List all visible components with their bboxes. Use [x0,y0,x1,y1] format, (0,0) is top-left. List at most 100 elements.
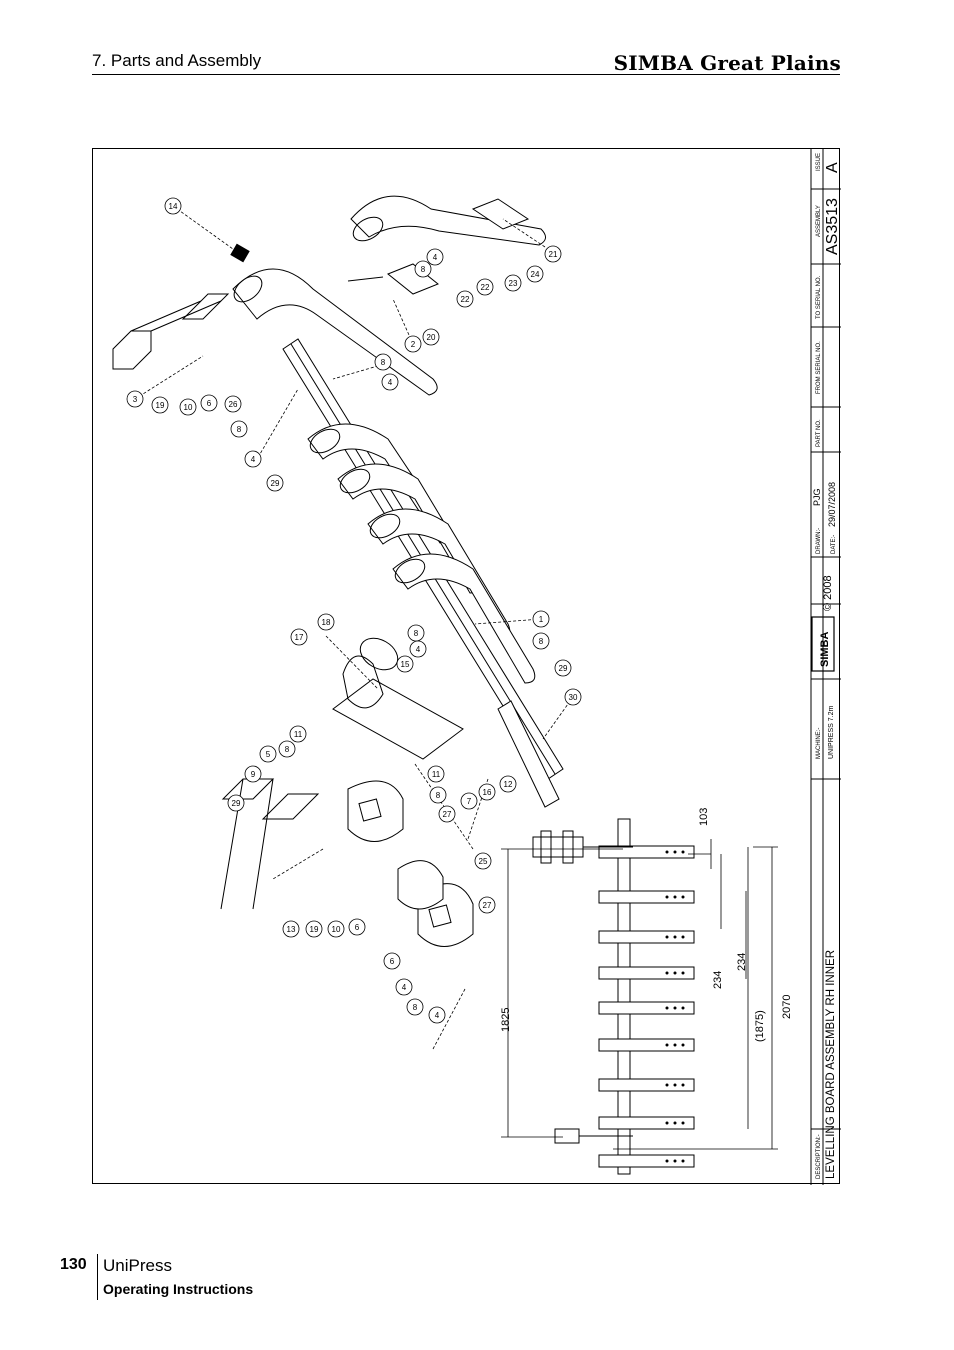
header-divider [92,74,840,75]
balloon: 27 [438,805,456,823]
balloon: 11 [289,725,307,743]
balloon: 8 [406,998,424,1016]
balloon-label: 19 [156,401,165,410]
balloon-label: 4 [433,253,438,262]
drawn-by: PJG [812,488,822,506]
balloon: 8 [407,624,425,642]
balloon-label: 7 [467,797,472,806]
balloon-label: 26 [229,400,238,409]
dimension-lines [501,839,778,1150]
balloon-label: 4 [402,983,407,992]
from-serial-label: FROM SERIAL NO. [816,341,822,394]
balloon: 8 [230,420,248,438]
balloon: 7 [460,792,478,810]
balloon-label: 4 [388,378,393,387]
balloon-label: 9 [251,770,256,779]
balloon: 29 [554,659,572,677]
balloon: 1 [532,610,550,628]
assembly-number: AS3513 [824,198,841,255]
dimension-234-b: 234 [736,953,748,971]
balloon: 6 [200,394,218,412]
balloon-label: 23 [509,279,518,288]
balloon-label: 22 [481,283,490,292]
balloon: 22 [476,278,494,296]
drawn-label: DRAWN:- [816,528,822,554]
balloon: 8 [414,260,432,278]
title-block [810,149,841,1185]
balloon-label: 8 [285,745,290,754]
balloon: 10 [327,920,345,938]
dimension-103: 103 [698,808,710,826]
balloon: 3 [126,390,144,408]
balloon: 8 [429,786,447,804]
document-subtitle: Operating Instructions [103,1281,254,1297]
drawing-canvas: ISSUE A ASSEMBLY AS3513 TO SERIAL NO. FR… [112,149,841,1185]
balloon: 10 [179,398,197,416]
footer-divider [97,1254,98,1300]
balloon: 11 [427,765,445,783]
balloon-label: 6 [207,399,212,408]
issue-value: A [824,162,841,173]
balloon: 20 [422,328,440,346]
balloon: 4 [395,978,413,996]
balloon: 15 [396,655,414,673]
assembly-label: ASSEMBLY [816,205,822,237]
balloon: 8 [278,740,296,758]
dimension-1875: (1875) [754,1010,766,1042]
balloon: 25 [474,852,492,870]
balloon-label: 4 [251,455,256,464]
balloon-label: 6 [390,957,395,966]
balloon: 4 [409,640,427,658]
balloon-label: 12 [504,780,513,789]
balloon-label: 4 [435,1011,440,1020]
balloon: 21 [544,245,562,263]
balloon: 22 [456,290,474,308]
balloon-label: 30 [569,693,578,702]
balloon: 23 [504,274,522,292]
balloon-label: 13 [287,925,296,934]
simba-logo-mark: SIMBA [811,616,835,672]
description-value: LEVELLING BOARD ASSEMBLY RH INNER [825,950,837,1179]
dimension-labels: 103 234 234 1825 (1875) 2070 [500,808,793,1042]
balloon: 18 [317,613,335,631]
dimension-1825: 1825 [500,1008,512,1032]
tine-blocks [598,845,695,1168]
balloon-label: 19 [310,925,319,934]
tine-holes [665,850,685,1163]
balloon-label: 18 [322,618,331,627]
balloon-label: 11 [294,730,303,739]
balloon-label: 29 [559,664,568,673]
balloon-label: 14 [169,202,178,211]
balloon: 13 [282,920,300,938]
exploded-assembly [112,195,564,947]
machine-label: MACHINE:- [816,728,822,759]
balloon-label: 15 [401,660,410,669]
brand-logo: SIMBA Great Plains [613,51,841,75]
section-title: 7. Parts and Assembly [92,51,262,70]
balloon: 9 [244,765,262,783]
logo-text: SIMBA [819,632,831,668]
balloon-label: 1 [539,615,544,624]
balloon-label: 24 [531,270,540,279]
balloon-label: 10 [184,403,193,412]
balloon: 16 [478,783,496,801]
dimension-2070: 2070 [781,995,793,1019]
balloon-numbers: 14 3 19 10 6 26 8 4 29 8 4 2 20 8 4 22 2… [126,197,582,1024]
balloon: 8 [374,353,392,371]
balloon-label: 25 [479,857,488,866]
balloon: 14 [164,197,182,215]
balloon: 19 [151,396,169,414]
balloon: 29 [266,474,284,492]
balloon: 2 [404,335,422,353]
date-value: 29/07/2008 [827,482,837,527]
title-block-text: ISSUE A ASSEMBLY AS3513 TO SERIAL NO. FR… [811,153,841,1179]
copyright: © 2008 [822,575,834,611]
balloon-label: 20 [427,333,436,342]
balloon: 4 [428,1006,446,1024]
to-serial-label: TO SERIAL NO. [816,275,822,319]
balloon: 27 [478,896,496,914]
balloon: 26 [224,395,242,413]
balloon: 4 [426,248,444,266]
balloon-label: 11 [432,770,441,779]
balloon-label: 4 [416,645,421,654]
